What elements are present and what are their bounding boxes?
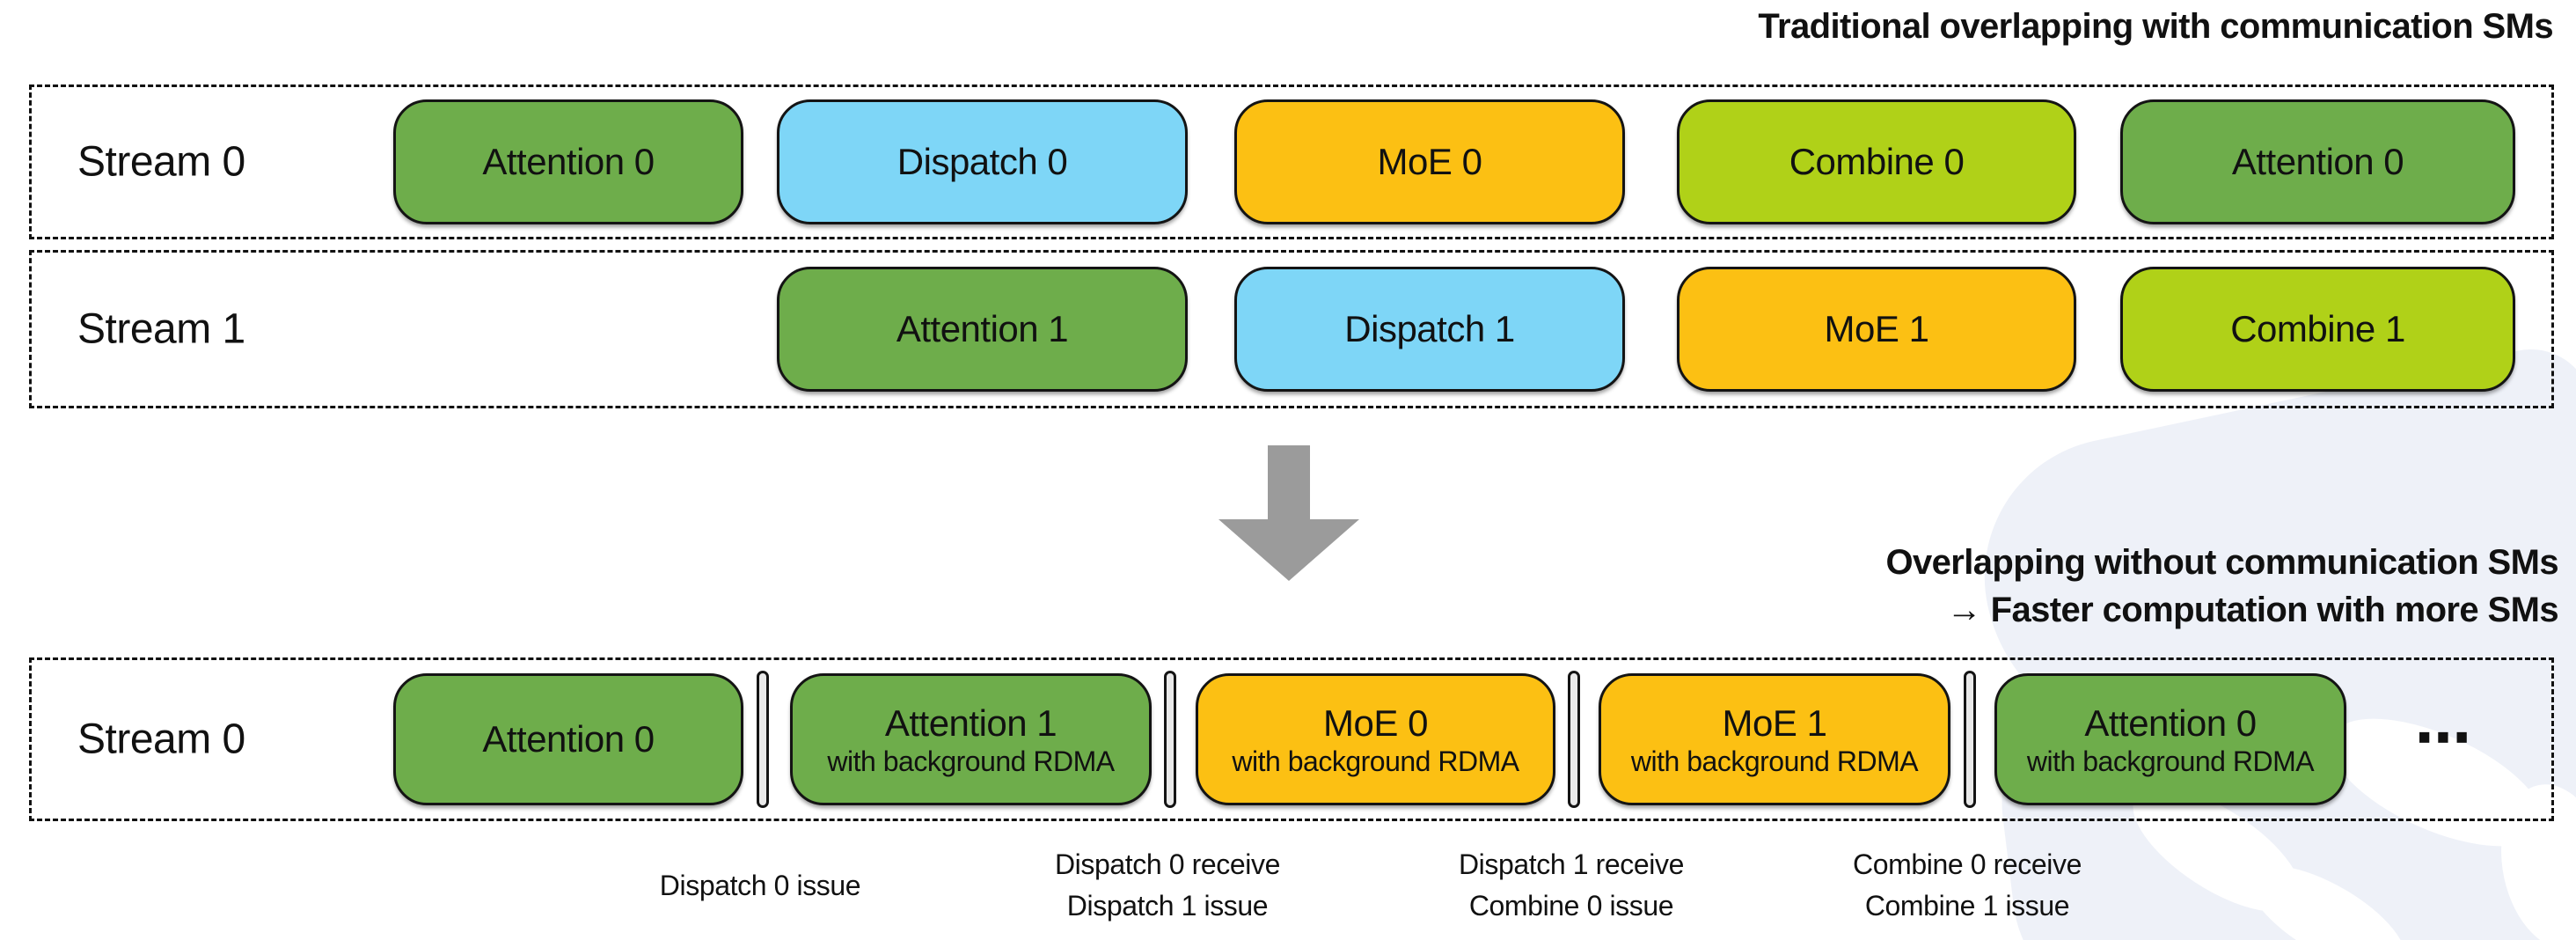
task-block-label: MoE 0 (1377, 141, 1482, 182)
task-block-sublabel: with background RDMA (1232, 745, 1519, 777)
task-block-label: Attention 1 (884, 701, 1057, 744)
task-block-label: Attention 0 (482, 141, 655, 182)
task-block-attention-0: Attention 0 (393, 99, 743, 224)
task-block-moe-0: MoE 0 (1234, 99, 1625, 224)
annotation-line: Combine 1 issue (1864, 890, 2070, 922)
task-block-attention-0: Attention 0 (393, 673, 743, 805)
task-block-dispatch-0: Dispatch 0 (777, 99, 1188, 224)
task-block-label: Attention 0 (2231, 141, 2404, 182)
task-block-label: MoE 0 (1323, 701, 1428, 744)
annotation-label: Dispatch 0 issue (659, 836, 861, 935)
annotation-line: Dispatch 0 receive (1054, 848, 1281, 880)
task-block-label: Attention 1 (896, 308, 1069, 349)
stream-label: Stream 0 (77, 138, 245, 186)
overlap-title-line1: Overlapping without communication SMs (1885, 543, 2558, 582)
task-block-attention-1: Attention 1 (777, 267, 1188, 392)
annotation-line: Combine 0 issue (1468, 890, 1674, 922)
task-block-sublabel: with background RDMA (2026, 745, 2315, 777)
task-block-label: MoE 1 (1722, 701, 1827, 744)
task-block-combine-1: Combine 1 (2120, 267, 2515, 392)
ellipsis: ⋯ (2415, 706, 2473, 769)
down-arrow-head (1218, 519, 1359, 581)
annotation-line: Dispatch 1 receive (1458, 848, 1685, 880)
separator-bar (1964, 671, 1976, 808)
stream-label: Stream 1 (77, 305, 245, 353)
separator-bar (757, 671, 769, 808)
down-arrow-shaft (1268, 445, 1310, 521)
task-block-moe-1: MoE 1 (1677, 267, 2076, 392)
task-block-label: Attention 0 (2084, 701, 2257, 744)
traditional-title: Traditional overlapping with communicati… (1758, 7, 2553, 46)
task-block-sublabel: with background RDMA (1630, 745, 1919, 777)
task-block-label: Combine 0 (1789, 141, 1965, 182)
task-block-sublabel: with background RDMA (827, 745, 1115, 777)
annotation-line: Dispatch 1 issue (1066, 890, 1269, 922)
stream-label: Stream 0 (77, 716, 245, 763)
task-block-label: Dispatch 1 (1344, 308, 1515, 349)
separator-bar (1568, 671, 1580, 808)
task-block-combine-0: Combine 0 (1677, 99, 2076, 224)
overlap-title-line2: → Faster computation with more SMs (1946, 591, 2559, 629)
traditional-stream-0-box: Stream 0 Attention 0 Dispatch 0 MoE 0 Combi… (29, 84, 2554, 239)
task-block-attention-0: Attention 0 (2120, 99, 2515, 224)
task-block-dispatch-1: Dispatch 1 (1234, 267, 1625, 392)
annotation-line: Dispatch 0 issue (659, 869, 861, 901)
separator-bar (1164, 671, 1176, 808)
task-block-label: Attention 0 (482, 718, 655, 760)
overlap-title: Overlapping without communication SMs → … (1885, 539, 2558, 634)
task-block-label: Combine 1 (2230, 308, 2405, 349)
annotation-line: Combine 0 receive (1853, 848, 2082, 880)
task-block-label: Dispatch 0 (896, 141, 1068, 182)
traditional-stream-1-box: Stream 1 Attention 1 Dispatch 1 MoE 1 Combi… (29, 250, 2554, 408)
task-block-label: MoE 1 (1824, 308, 1929, 349)
